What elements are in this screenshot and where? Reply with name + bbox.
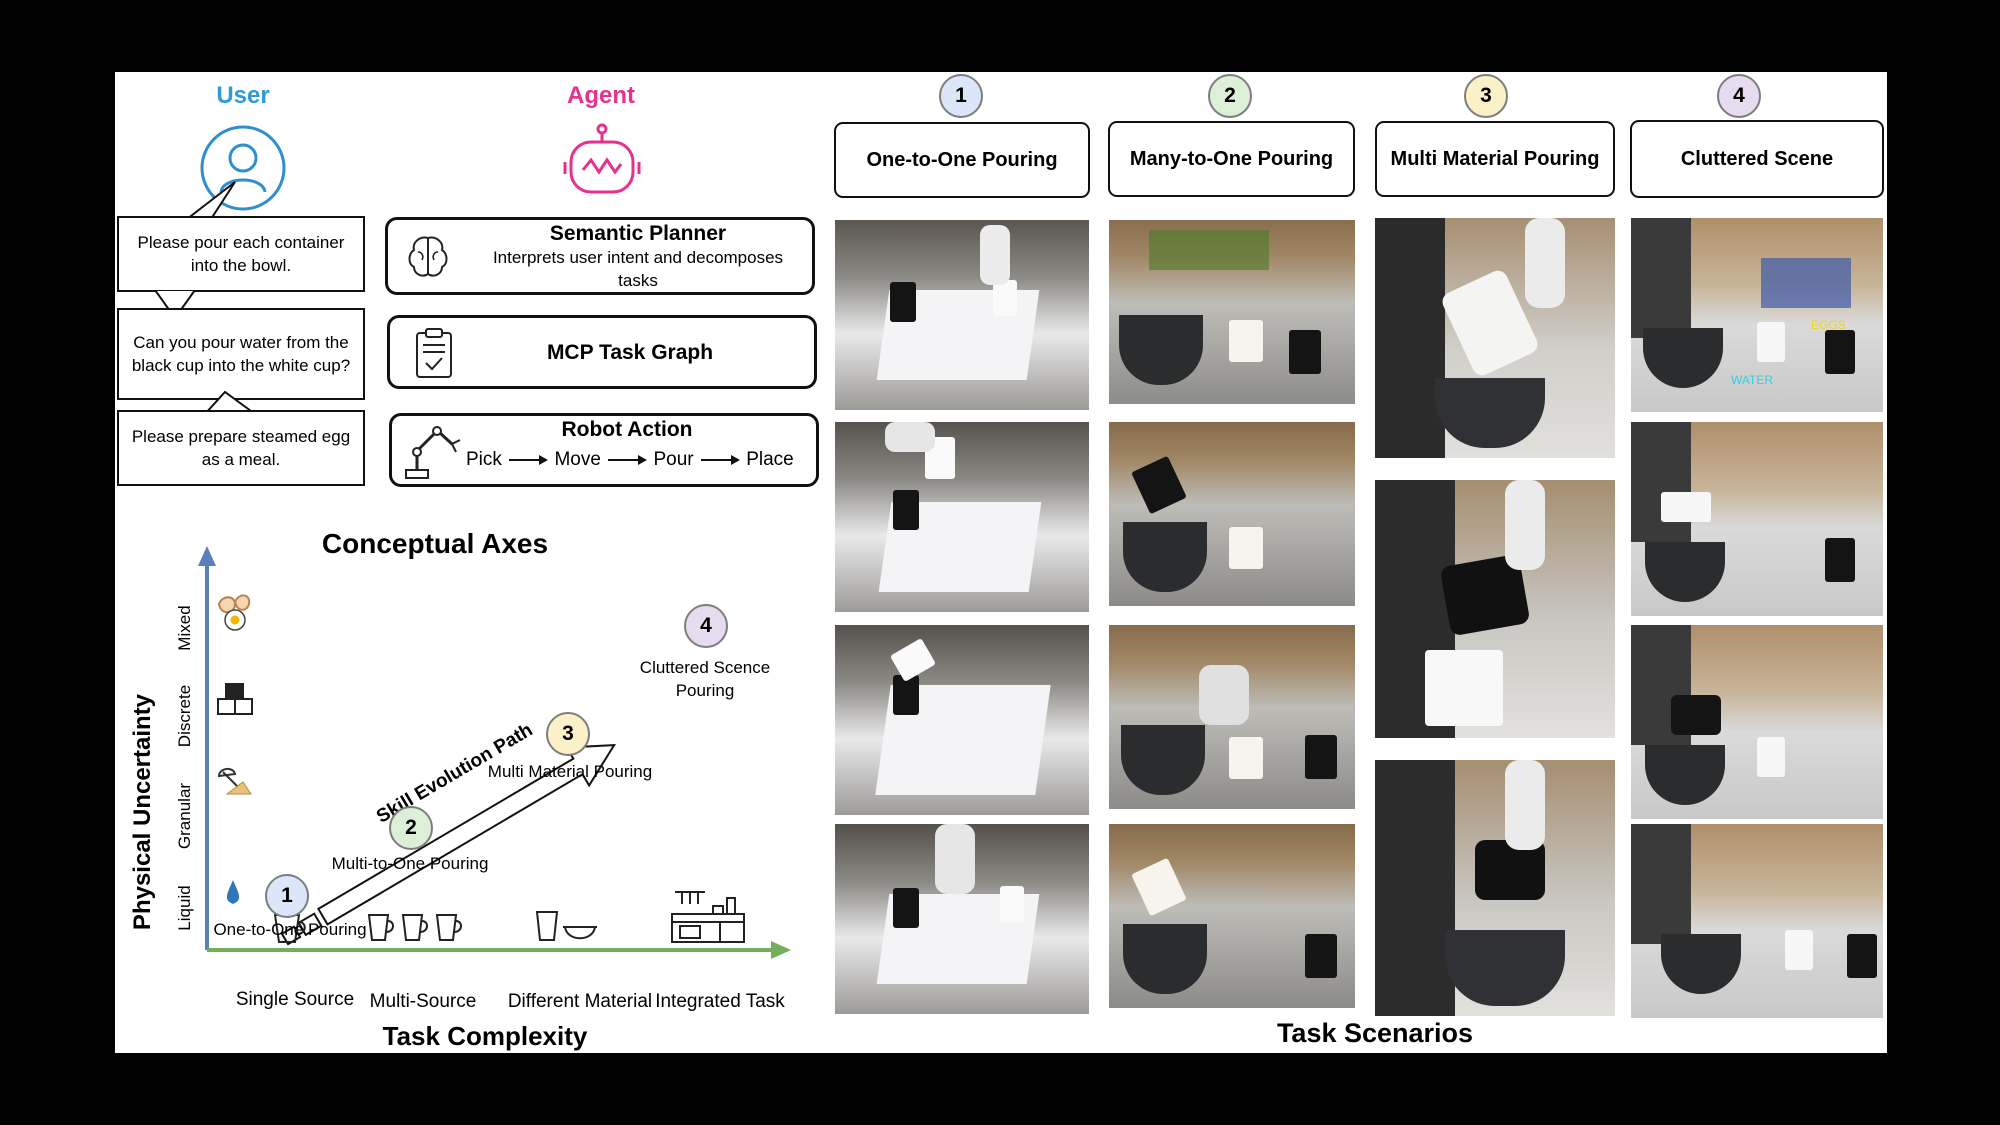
stage-2-badge: 2 [389,806,433,850]
mcp-task-graph-box: MCP Task Graph [387,315,817,389]
user-icon [200,125,286,211]
stage-2-label: Multi-to-One Pouring [331,854,489,873]
stage-1-label: One-to-One Pouring [213,920,367,939]
x-level-multi-source: Multi-Source [369,991,477,1012]
scenario-2-badge: 2 [1208,74,1252,118]
planner-title: Semantic Planner [549,222,727,245]
x-axis-label: Task Complexity [382,1021,588,1051]
stage-4-label: Cluttered Scence Pouring [639,658,771,700]
scenario-4-photo-2 [1631,422,1883,616]
scenario-1-photo-3 [835,625,1089,815]
scenario-2-photo-4 [1109,824,1355,1008]
step-pick: Pick [466,449,502,470]
stage-3-label: Multi Material Pouring [487,762,653,781]
agent-label: Agent [567,82,635,109]
arrow-right-icon [700,454,740,465]
y-level-granular: Granular [175,782,194,850]
robot-action-title: Robot Action [561,418,693,441]
brain-icon [408,236,448,277]
mcp-title: MCP Task Graph [546,341,714,364]
user-request-3: Please prepare steamed egg as a meal. [117,410,365,486]
scenario-2-photo-1 [1109,220,1355,404]
robot-action-sequence: Pick Move Pour Place [466,449,816,471]
scenario-2-title: Many-to-One Pouring [1108,121,1355,197]
y-level-discrete: Discrete [175,684,194,748]
scenario-1-badge: 1 [939,74,983,118]
scenario-2-photo-3 [1109,625,1355,809]
arrow-right-icon [509,454,549,465]
x-level-single-source: Single Source [235,989,355,1010]
step-move: Move [554,449,601,470]
eggs-overlay: EGGS [1811,318,1846,332]
step-pour: Pour [653,449,694,470]
figure-panel: User Agent Please pour each container in… [115,72,1887,1053]
y-axis-label: Physical Uncertainty [129,693,156,931]
robot-agent-icon [563,123,641,194]
water-overlay: WATER [1731,373,1773,387]
conceptual-axes-title: Conceptual Axes [321,528,549,559]
clipboard-icon [416,328,452,378]
y-level-mixed: Mixed [175,605,194,651]
bubble-tail [153,290,197,320]
scenario-3-badge: 3 [1464,74,1508,118]
scenario-3-photo-2 [1375,480,1615,738]
planner-subtitle: Interprets user intent and decomposes ta… [492,248,784,290]
robot-action-box: Robot Action Pick Move Pour Place [389,413,819,487]
stage-1-badge: 1 [265,874,309,918]
x-level-integrated-task: Integrated Task [655,991,785,1012]
scenario-4-photo-4 [1631,824,1883,1018]
scenario-4-photo-3 [1631,625,1883,819]
stage-3-badge: 3 [546,712,590,756]
scenario-3-title: Multi Material Pouring [1375,121,1615,197]
user-label: User [216,82,270,109]
semantic-planner-box: Semantic Planner Interprets user intent … [385,217,815,295]
arrow-right-icon [608,454,648,465]
scenario-3-photo-1 [1375,218,1615,458]
task-scenarios-title: Task Scenarios [1276,1018,1474,1048]
scenario-1-photo-4 [835,824,1089,1014]
step-place: Place [746,449,794,470]
scenario-4-badge: 4 [1717,74,1761,118]
scenario-4-title: Cluttered Scene [1630,120,1884,198]
robot-arm-icon [405,426,461,479]
user-request-1: Please pour each container into the bowl… [117,216,365,292]
scenario-1-photo-2 [835,422,1089,612]
conceptual-axes-chart [198,546,791,959]
scenario-2-photo-2 [1109,422,1355,606]
scenario-1-title: One-to-One Pouring [834,122,1090,198]
scenario-1-photo-1 [835,220,1089,410]
scenario-3-photo-3 [1375,760,1615,1016]
y-level-liquid: Liquid [175,885,194,931]
x-level-different-material: Different Material [507,991,653,1012]
stage-4-badge: 4 [684,604,728,648]
user-request-2: Can you pour water from the black cup in… [117,308,365,400]
scenario-4-photo-1: EGGS WATER [1631,218,1883,412]
